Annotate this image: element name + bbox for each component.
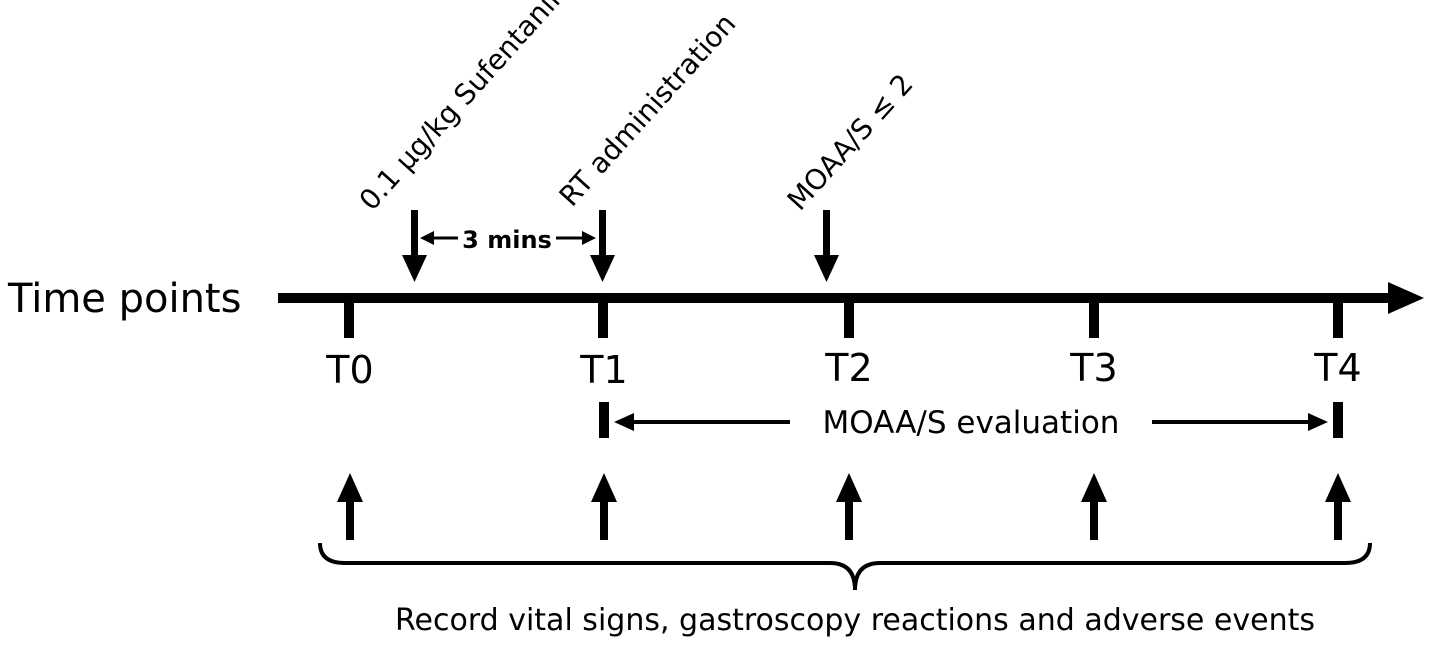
tick-mark-t1 <box>598 298 608 338</box>
event-label-sufentanil: 0.1 μg/kg Sufentanil <box>353 0 567 217</box>
record-caption: Record vital signs, gastroscopy reaction… <box>395 603 1315 638</box>
up-arrow-t3 <box>1081 473 1107 540</box>
interval-arrow <box>420 231 596 245</box>
event-label-rt-administration: RT administration <box>553 7 743 212</box>
up-arrow-t2 <box>836 473 862 540</box>
timeline-arrowhead <box>1388 282 1424 314</box>
up-arrow-t4 <box>1325 473 1351 540</box>
evaluation-label: MOAA/S evaluation <box>823 405 1120 441</box>
tick-mark-t3 <box>1089 298 1099 338</box>
tick-mark-t0 <box>344 298 354 338</box>
curly-brace <box>318 542 1372 591</box>
up-arrow-t0 <box>337 473 363 540</box>
interval-label: 3 mins <box>462 226 552 254</box>
down-arrow-moaas-threshold <box>814 210 839 282</box>
tick-mark-t4 <box>1333 298 1343 338</box>
tick-label-t0: T0 <box>325 348 373 392</box>
evaluation-right-arrow <box>1152 413 1328 431</box>
evaluation-end-bar <box>1333 402 1343 438</box>
tick-label-t2: T2 <box>824 346 872 390</box>
tick-label-t3: T3 <box>1069 346 1117 390</box>
down-arrow-sufentanil <box>402 210 427 282</box>
event-label-moaas-threshold: MOAA/S ≤ 2 <box>781 67 920 216</box>
up-arrow-t1 <box>591 473 617 540</box>
tick-label-t4: T4 <box>1313 346 1361 390</box>
axis-title: Time points <box>7 276 241 322</box>
evaluation-start-bar <box>599 402 609 438</box>
tick-label-t1: T1 <box>579 348 627 392</box>
tick-mark-t2 <box>844 298 854 338</box>
down-arrow-rt-administration <box>590 210 615 282</box>
evaluation-left-arrow <box>614 413 790 431</box>
